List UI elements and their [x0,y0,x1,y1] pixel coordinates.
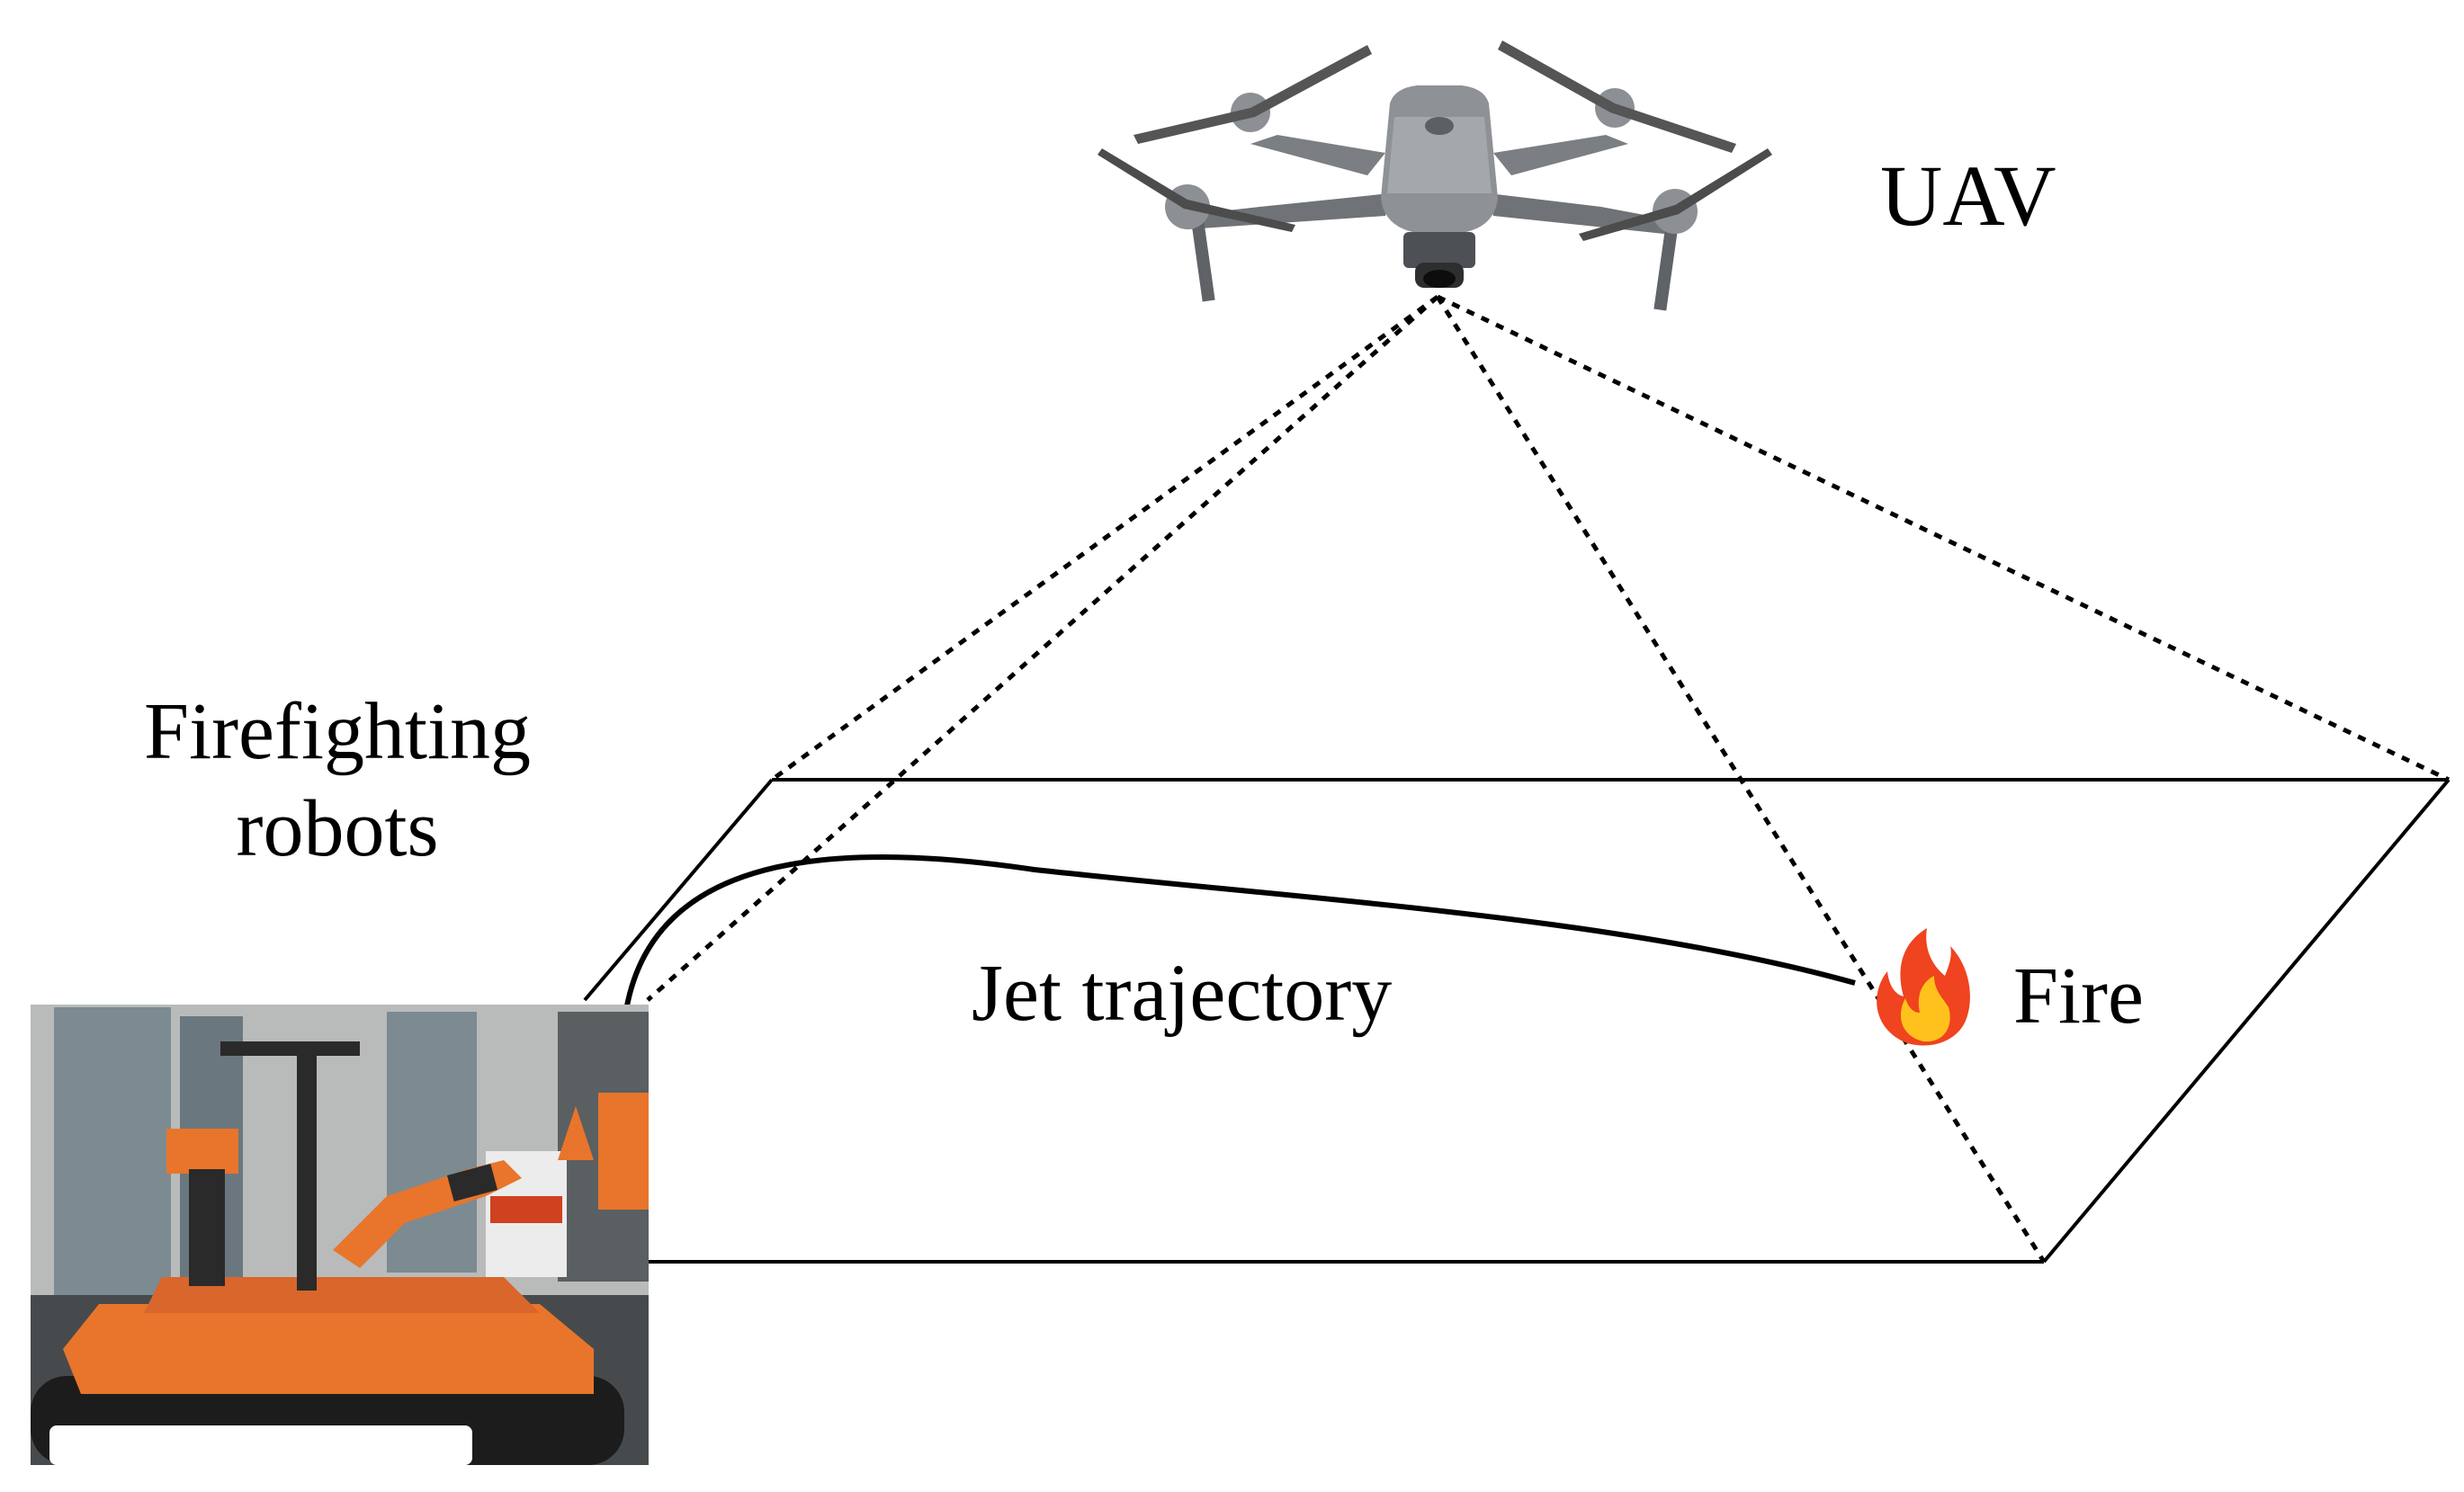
fov-line-left-near [646,295,1439,1002]
robot-label-line1: Firefighting [144,687,531,776]
firefighting-robot-photo [31,1005,649,1465]
fov-line-right-near [1435,295,2047,1264]
uav-label: UAV [1880,147,2056,244]
flame-icon [1877,928,1970,1046]
ground-right-edge [2042,778,2451,1264]
ground-left-edge [583,778,774,1002]
jet-trajectory-curve [623,853,1856,1017]
firefighting-robots-label: Firefighting robots [121,683,553,878]
drone-icon [1098,40,1772,311]
fire-label: Fire [2013,951,2144,1041]
robot-label-line2: robots [236,784,439,873]
ground-plane [583,778,2451,1264]
fov-line-right-far [1436,294,2451,782]
uav-field-of-view [646,294,2451,1264]
jet-trajectory-label: Jet trajectory [972,949,1393,1038]
fov-line-left-far [770,294,1439,782]
